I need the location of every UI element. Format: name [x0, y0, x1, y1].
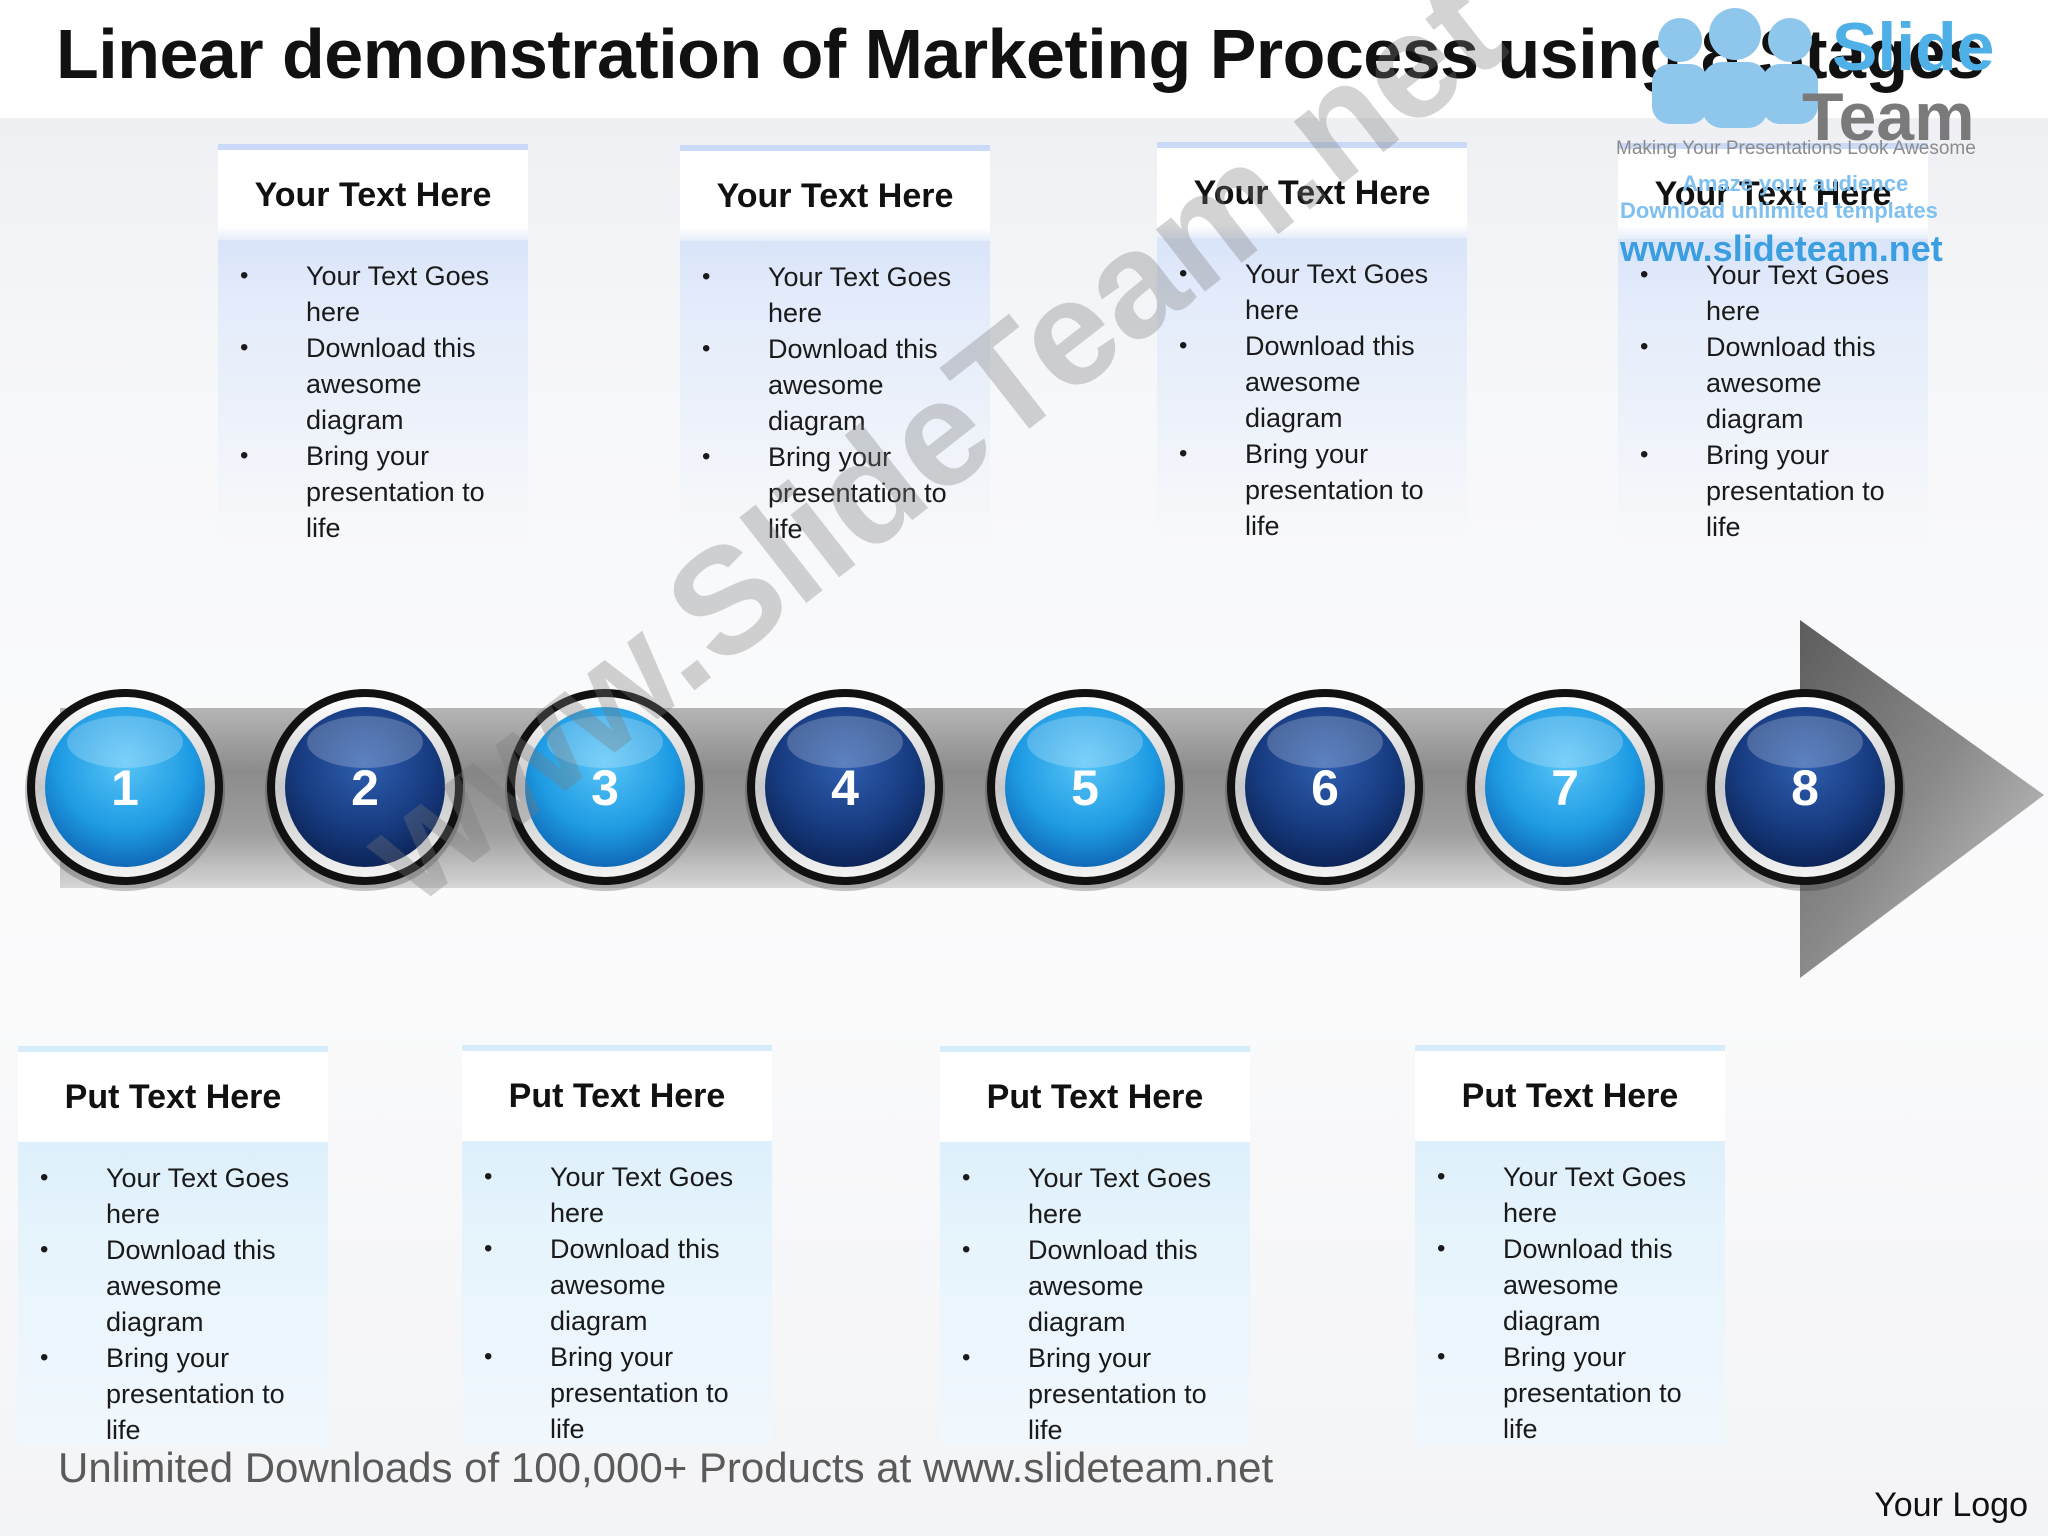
top-card-3: Your Text Here Your Text Goes here Downl…: [1157, 142, 1467, 542]
stage-highlight: [787, 716, 903, 768]
stage-3: 3: [505, 689, 705, 891]
card-title: Your Text Here: [218, 150, 528, 240]
footer-text: Unlimited Downloads of 100,000+ Products…: [58, 1444, 1274, 1491]
bullet-item: Your Text Goes here: [1157, 256, 1467, 328]
bullet-item: Your Text Goes here: [18, 1160, 328, 1232]
top-card-2: Your Text Here Your Text Goes here Downl…: [680, 145, 990, 545]
card-title: Put Text Here: [18, 1052, 328, 1142]
bullet-list: Your Text Goes here Download this awesom…: [1618, 257, 1928, 545]
stage-disc: [765, 707, 925, 867]
bullet-list: Your Text Goes here Download this awesom…: [1415, 1159, 1725, 1447]
card-title: Your Text Here: [1157, 148, 1467, 238]
slideteam-logo: Slide Team Making Your Presentations Loo…: [1612, 8, 2022, 269]
bullet-item: Download this awesome diagram: [218, 330, 528, 438]
bullet-item: Download this awesome diagram: [1415, 1231, 1725, 1339]
stage-disc: [285, 707, 445, 867]
stage-disc: [1245, 707, 1405, 867]
bullet-item: Your Text Goes here: [680, 259, 990, 331]
bullet-item: Your Text Goes here: [940, 1160, 1250, 1232]
logo-download: Download unlimited templates: [1620, 198, 1938, 223]
card-title: Put Text Here: [1415, 1051, 1725, 1141]
bottom-card-1: Put Text Here Your Text Goes here Downlo…: [18, 1046, 328, 1446]
stage-circles: 1 2 3 4 5 6 7 8: [25, 689, 1905, 891]
top-card-1: Your Text Here Your Text Goes here Downl…: [218, 144, 528, 544]
stage-4: 4: [745, 689, 945, 891]
bottom-card-2: Put Text Here Your Text Goes here Downlo…: [462, 1045, 772, 1445]
stage-disc: [525, 707, 685, 867]
stage-disc: [1485, 707, 1645, 867]
stage-highlight: [1267, 716, 1383, 768]
stage-number: 4: [831, 760, 859, 816]
card-title: Put Text Here: [940, 1052, 1250, 1142]
stage-highlight: [547, 716, 663, 768]
stage-2: 2: [265, 689, 465, 891]
bullet-item: Download this awesome diagram: [680, 331, 990, 439]
stage-number: 2: [351, 760, 379, 816]
bullet-item: Bring your presentation to life: [1157, 436, 1467, 544]
bottom-card-3: Put Text Here Your Text Goes here Downlo…: [940, 1046, 1250, 1446]
stage-highlight: [1507, 716, 1623, 768]
bullet-item: Download this awesome diagram: [462, 1231, 772, 1339]
bullet-list: Your Text Goes here Download this awesom…: [940, 1160, 1250, 1448]
stage-highlight: [307, 716, 423, 768]
stage-number: 7: [1551, 760, 1579, 816]
bullet-item: Download this awesome diagram: [1157, 328, 1467, 436]
bullet-item: Download this awesome diagram: [18, 1232, 328, 1340]
stage-number: 3: [591, 760, 619, 816]
stage-5: 5: [985, 689, 1185, 891]
logo-slide-text: Slide: [1832, 9, 1995, 85]
stage-highlight: [1747, 716, 1863, 768]
bullet-list: Your Text Goes here Download this awesom…: [18, 1160, 328, 1448]
stage-number: 5: [1071, 760, 1099, 816]
bullet-list: Your Text Goes here Download this awesom…: [680, 259, 990, 547]
bullet-list: Your Text Goes here Download this awesom…: [1157, 256, 1467, 544]
stage-1: 1: [25, 689, 225, 891]
bullet-item: Bring your presentation to life: [18, 1340, 328, 1448]
stage-number: 1: [111, 760, 139, 816]
logo-team-text: Team: [1802, 79, 1975, 155]
top-card-4: Your Text Here Your Text Goes here Downl…: [1618, 143, 1928, 543]
bottom-card-4: Put Text Here Your Text Goes here Downlo…: [1415, 1045, 1725, 1445]
bullet-item: Your Text Goes here: [462, 1159, 772, 1231]
bullet-item: Bring your presentation to life: [680, 439, 990, 547]
stage-disc: [1005, 707, 1165, 867]
stage-highlight: [1027, 716, 1143, 768]
stage-6: 6: [1225, 689, 1425, 891]
bullet-item: Download this awesome diagram: [940, 1232, 1250, 1340]
people-icon: [1652, 8, 1818, 128]
stage-number: 6: [1311, 760, 1339, 816]
bullet-item: Your Text Goes here: [1415, 1159, 1725, 1231]
bullet-item: Bring your presentation to life: [940, 1340, 1250, 1448]
stage-number: 8: [1791, 760, 1819, 816]
stage-8: 8: [1705, 689, 1905, 891]
bullet-item: Bring your presentation to life: [1618, 437, 1928, 545]
logo-tagline: Making Your Presentations Look Awesome: [1616, 138, 1976, 159]
card-title: Your Text Here: [1618, 149, 1928, 239]
bullet-item: Bring your presentation to life: [462, 1339, 772, 1447]
stage-7: 7: [1465, 689, 1665, 891]
bullet-list: Your Text Goes here Download this awesom…: [462, 1159, 772, 1447]
your-logo-text: Your Logo: [1874, 1486, 2028, 1524]
bullet-item: Download this awesome diagram: [1618, 329, 1928, 437]
stage-disc: [45, 707, 205, 867]
logo-amaze: Amaze your audience: [1682, 171, 1909, 196]
stage-disc: [1725, 707, 1885, 867]
card-title: Your Text Here: [680, 151, 990, 241]
stage-highlight: [67, 716, 183, 768]
bullet-item: Bring your presentation to life: [1415, 1339, 1725, 1447]
bullet-item: Your Text Goes here: [1618, 257, 1928, 329]
bullet-item: Your Text Goes here: [218, 258, 528, 330]
bullet-item: Bring your presentation to life: [218, 438, 528, 546]
logo-url: www.slideteam.net: [1620, 228, 1943, 269]
card-title: Put Text Here: [462, 1051, 772, 1141]
bullet-list: Your Text Goes here Download this awesom…: [218, 258, 528, 546]
stage-timeline: 1 2 3 4 5 6 7 8: [25, 620, 2044, 978]
